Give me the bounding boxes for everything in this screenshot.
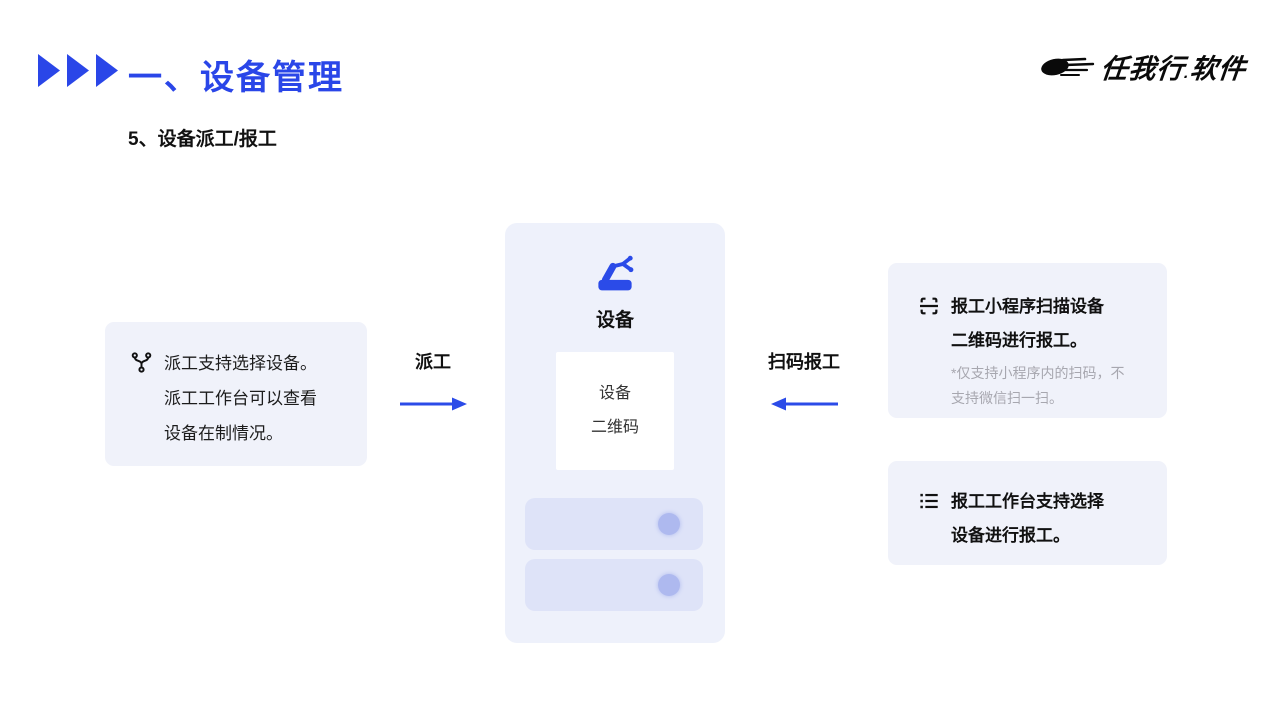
play-triangle-icon [96,54,118,87]
play-triangle-icon [38,54,60,87]
scan-icon [918,295,940,322]
text-line: 设备进行报工。 [951,526,1070,545]
play-triangle-icon [67,54,89,87]
text-line: 派工工作台可以查看 [164,389,317,408]
device-qr-box: 设备 二维码 [556,352,674,470]
logo-swoosh-icon [1040,57,1094,76]
scan-report-info-card: 报工小程序扫描设备 二维码进行报工。 *仅支持小程序内的扫码，不 支持微信扫一扫… [888,263,1167,418]
dispatch-info-text: 派工支持选择设备。 派工工作台可以查看 设备在制情况。 [164,346,317,451]
device-list-bar [525,498,703,550]
device-card: 设备 设备 二维码 [505,223,725,643]
qr-box-line: 二维码 [590,419,639,436]
qr-box-line: 设备 [598,385,631,402]
company-logo: 任我行.软件 [1039,47,1248,86]
scan-report-note: *仅支持小程序内的扫码，不 支持微信扫一扫。 [951,361,1124,411]
text-line: 设备在制情况。 [164,424,283,443]
note-line: 支持微信扫一扫。 [951,390,1063,406]
header-triangles [38,54,118,87]
text-line: 报工工作台支持选择 [951,492,1104,511]
bar-dot [658,574,680,596]
scan-report-flow: 扫码报工 [758,348,850,412]
logo-text: 任我行.软件 [1098,54,1248,84]
bar-dot [658,513,680,535]
page-title: 一、设备管理 [128,59,344,97]
workbench-report-text: 报工工作台支持选择 设备进行报工。 [951,485,1104,553]
list-icon [918,490,940,517]
section-subtitle: 5、设备派工/报工 [128,129,277,150]
note-line: *仅支持小程序内的扫码，不 [951,365,1125,381]
text-line: 报工小程序扫描设备 [951,297,1104,316]
device-card-title: 设备 [595,310,634,331]
arrow-left-icon [771,397,838,411]
workbench-report-info-card: 报工工作台支持选择 设备进行报工。 [888,461,1167,565]
dispatch-info-card: 派工支持选择设备。 派工工作台可以查看 设备在制情况。 [105,322,367,466]
device-list-bar [525,559,703,611]
scan-report-flow-label: 扫码报工 [768,352,840,372]
scan-report-text: 报工小程序扫描设备 二维码进行报工。 *仅支持小程序内的扫码，不 支持微信扫一扫… [951,290,1124,411]
dispatch-flow: 派工 [395,348,471,412]
dispatch-flow-label: 派工 [415,352,451,372]
robot-arm-icon [505,251,725,298]
branch-icon [130,351,153,379]
arrow-right-icon [400,397,467,411]
text-line: 派工支持选择设备。 [164,354,317,373]
text-line: 二维码进行报工。 [951,331,1087,350]
